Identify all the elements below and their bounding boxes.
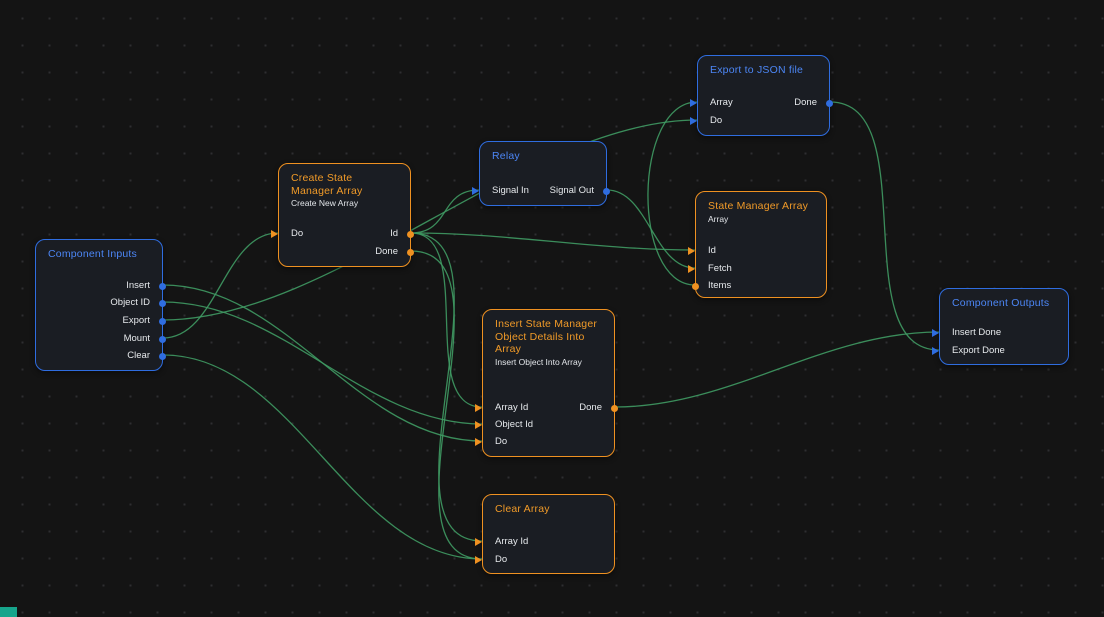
port-label: Object ID xyxy=(110,297,150,308)
port-label: Do xyxy=(291,228,304,239)
port-in-fetch: Fetch xyxy=(688,262,732,276)
port-in-items: Items xyxy=(692,279,732,293)
port-out-done: Done xyxy=(579,401,618,415)
port-connector-arrow[interactable] xyxy=(688,265,695,273)
node-title-create-array: Create State Manager Array xyxy=(291,172,363,197)
port-in-do: Do xyxy=(271,227,304,241)
port-out-signal-out: Signal Out xyxy=(549,184,610,198)
port-label: Array Id xyxy=(495,402,529,413)
port-label: Do xyxy=(710,115,723,126)
port-connector-arrow[interactable] xyxy=(475,404,482,412)
port-connector-arrow[interactable] xyxy=(690,99,697,107)
node-subtitle-sma: Array xyxy=(708,213,729,224)
port-label: Items xyxy=(708,280,732,291)
port-in-insert-done: Insert Done xyxy=(932,326,1002,340)
port-out-done: Done xyxy=(794,96,833,110)
port-label: Mount xyxy=(123,333,150,344)
port-label: Array Id xyxy=(495,536,529,547)
port-label: Insert Done xyxy=(952,327,1002,338)
port-connector-dot[interactable] xyxy=(159,282,166,290)
port-label: Id xyxy=(390,228,398,239)
port-out-insert: Insert xyxy=(126,279,166,293)
port-label: Clear xyxy=(127,350,150,361)
port-connector-arrow[interactable] xyxy=(475,438,482,446)
port-out-object-id: Object ID xyxy=(110,296,166,310)
node-title-component-outputs: Component Outputs xyxy=(952,297,1050,309)
port-connector-arrow[interactable] xyxy=(690,117,697,125)
port-connector-arrow[interactable] xyxy=(688,247,695,255)
port-in-do: Do xyxy=(690,114,723,128)
port-connector-dot[interactable] xyxy=(159,299,166,307)
port-label: Do xyxy=(495,554,508,565)
port-connector-arrow[interactable] xyxy=(932,347,939,355)
port-label: Fetch xyxy=(708,263,732,274)
node-insert[interactable]: Insert State Manager Object Details Into… xyxy=(475,309,618,457)
port-label: Done xyxy=(794,97,817,108)
port-in-array: Array xyxy=(690,96,733,110)
port-connector-dot[interactable] xyxy=(826,99,833,107)
port-connector-dot[interactable] xyxy=(611,404,618,412)
node-title-relay: Relay xyxy=(492,150,520,162)
port-label: Do xyxy=(495,436,508,447)
port-in-export-done: Export Done xyxy=(932,344,1005,358)
node-title-insert: Insert State Manager Object Details Into… xyxy=(495,318,598,355)
port-connector-dot[interactable] xyxy=(603,187,610,195)
port-out-id: Id xyxy=(390,227,414,241)
bottom-left-accent xyxy=(0,607,17,617)
port-in-do: Do xyxy=(475,553,508,567)
port-out-mount: Mount xyxy=(123,332,166,346)
node-title-clear: Clear Array xyxy=(495,503,550,515)
port-label: Export xyxy=(122,315,150,326)
port-out-export: Export xyxy=(122,314,166,328)
port-label: Array xyxy=(710,97,733,108)
port-out-done: Done xyxy=(375,245,414,259)
port-connector-arrow[interactable] xyxy=(271,230,278,238)
port-label: Export Done xyxy=(952,345,1005,356)
port-in-array-id: Array Id xyxy=(475,535,529,549)
port-in-array-id: Array Id xyxy=(475,401,529,415)
port-connector-arrow[interactable] xyxy=(472,187,479,195)
port-connector-dot[interactable] xyxy=(159,317,166,325)
port-label: Object Id xyxy=(495,419,534,430)
port-connector-dot[interactable] xyxy=(159,335,166,343)
port-connector-arrow[interactable] xyxy=(475,421,482,429)
port-label: Id xyxy=(708,245,716,256)
port-out-clear: Clear xyxy=(127,349,166,363)
port-connector-arrow[interactable] xyxy=(932,329,939,337)
port-label: Done xyxy=(375,246,398,257)
node-title-component-inputs: Component Inputs xyxy=(48,248,138,260)
port-in-do: Do xyxy=(475,435,508,449)
port-in-signal-in: Signal In xyxy=(472,184,529,198)
port-in-object-id: Object Id xyxy=(475,418,534,432)
port-label: Done xyxy=(579,402,602,413)
port-connector-dot[interactable] xyxy=(407,230,414,238)
node-subtitle-insert: Insert Object Into Array xyxy=(495,356,582,367)
port-connector-arrow[interactable] xyxy=(475,538,482,546)
port-connector-dot[interactable] xyxy=(407,248,414,256)
port-connector-dot[interactable] xyxy=(159,352,166,360)
port-label: Signal Out xyxy=(549,185,594,196)
node-title-sma: State Manager Array xyxy=(708,200,809,212)
port-in-id: Id xyxy=(688,244,716,258)
port-label: Signal In xyxy=(492,185,529,196)
port-label: Insert xyxy=(126,280,150,291)
port-connector-arrow[interactable] xyxy=(475,556,482,564)
node-subtitle-create-array: Create New Array xyxy=(291,198,359,208)
node-title-export-json: Export to JSON file xyxy=(710,64,804,76)
port-connector-dot[interactable] xyxy=(692,282,699,290)
